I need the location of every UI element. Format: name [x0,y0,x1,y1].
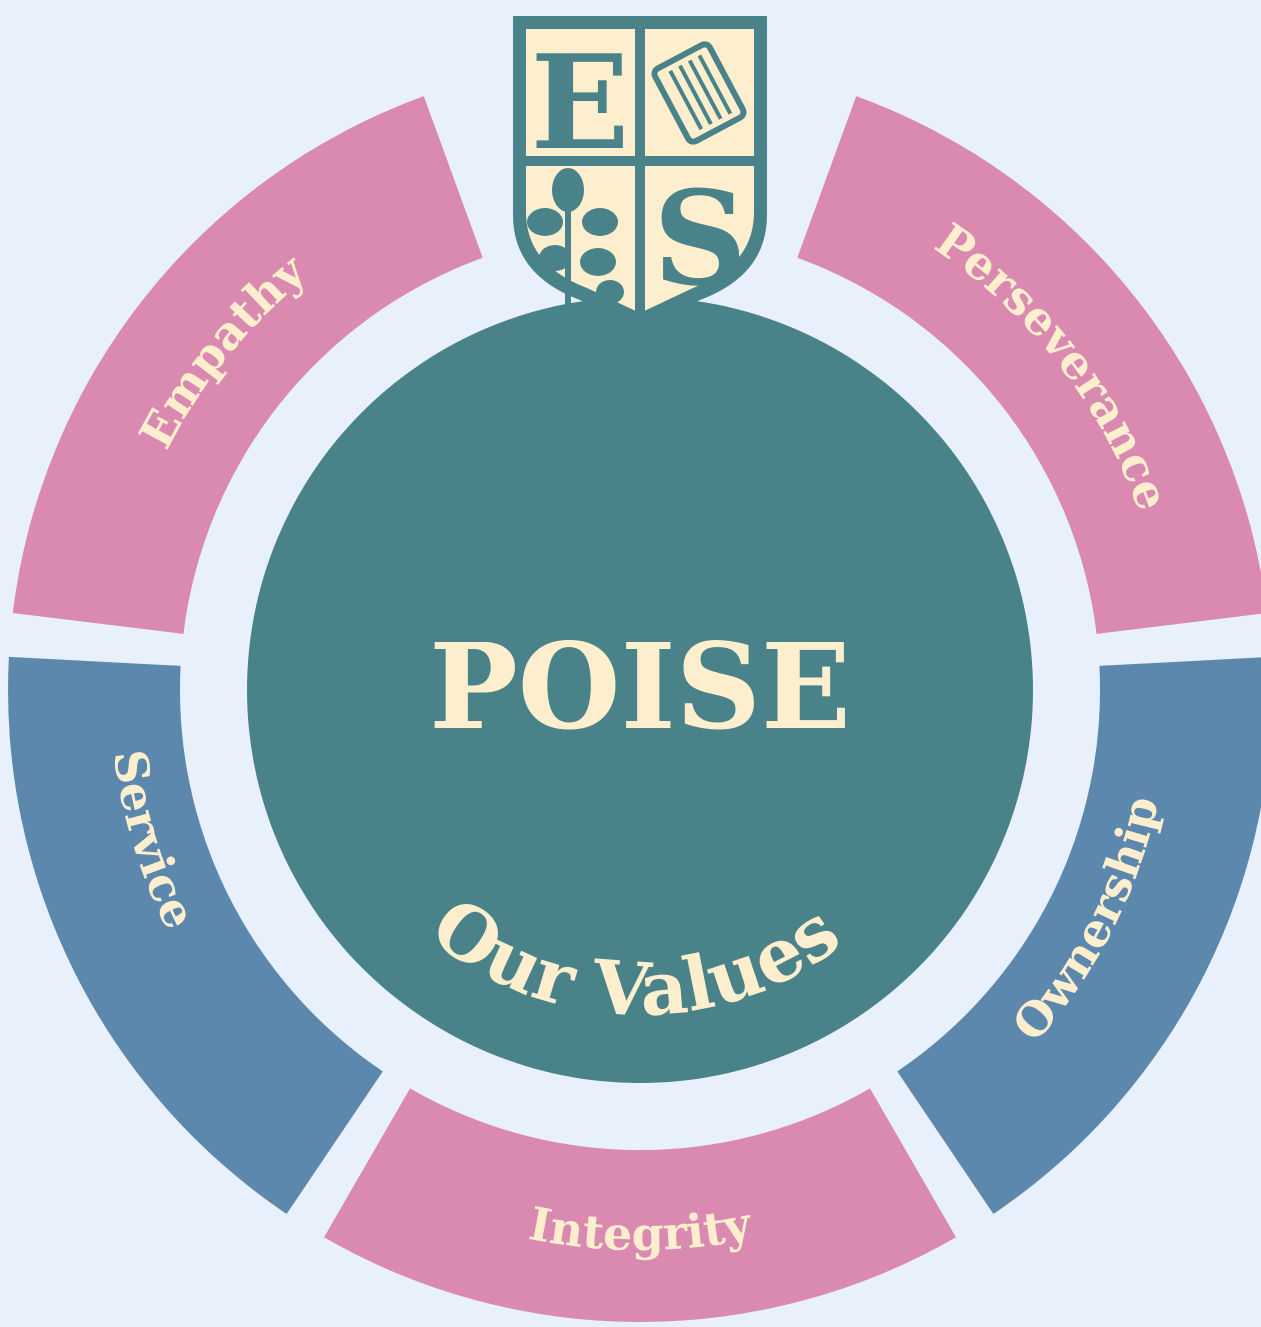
segment-ownership [897,657,1261,1214]
center-circle [247,297,1033,1083]
school-crest-logo: E S [513,16,767,329]
segment-integrity [324,1088,956,1322]
center-title: POISE [429,617,851,756]
segment-service [8,656,383,1214]
crest-letter-e: E [530,26,629,179]
scroll-icon [651,41,747,145]
segment-empathy [12,96,483,634]
crest-letter-s: S [653,162,747,315]
oak-leaf-icon [527,168,624,310]
segment-perseverance [797,96,1261,634]
